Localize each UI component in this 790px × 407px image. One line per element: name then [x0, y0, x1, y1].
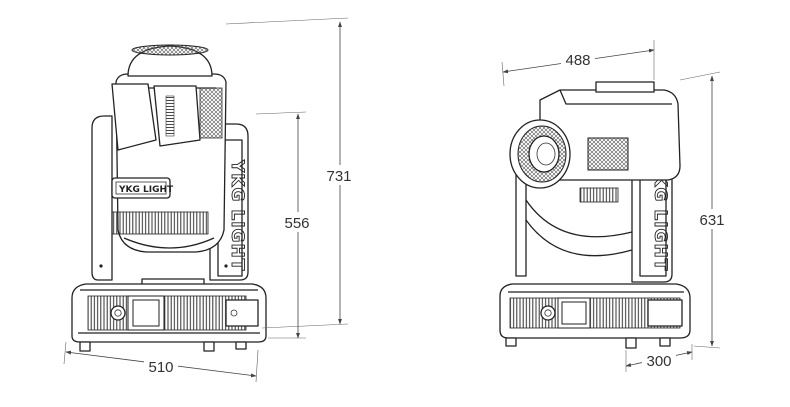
dimension-label-510: 510	[148, 359, 173, 376]
side-head	[509, 81, 681, 203]
dimension-label-556: 556	[284, 215, 309, 232]
side-head-lens	[509, 119, 571, 189]
side-base	[499, 283, 691, 349]
front-yoke-brand: YKG LIGHT	[227, 159, 247, 271]
front-base	[71, 278, 267, 352]
dimension-label-488: 488	[565, 52, 590, 69]
front-logo-text: YKG LIGHT	[118, 185, 174, 195]
side-yoke-brand: YKG LIGHT	[650, 159, 670, 271]
front-head: YKG LIGHT	[111, 44, 227, 253]
dimension-label-631: 631	[699, 212, 724, 229]
front-logo-plate	[111, 177, 171, 199]
front-view-fixture: YKG LIGHT YKG LIGHT	[71, 44, 267, 352]
side-dimensions: 488 631 300	[501, 40, 729, 372]
front-head-vents	[165, 87, 223, 139]
dimension-label-731: 731	[326, 168, 351, 185]
side-view-fixture: YKG LIGHT	[499, 81, 691, 349]
dimension-label-300: 300	[646, 353, 671, 370]
front-dimensions: 731 556 510	[63, 17, 355, 383]
